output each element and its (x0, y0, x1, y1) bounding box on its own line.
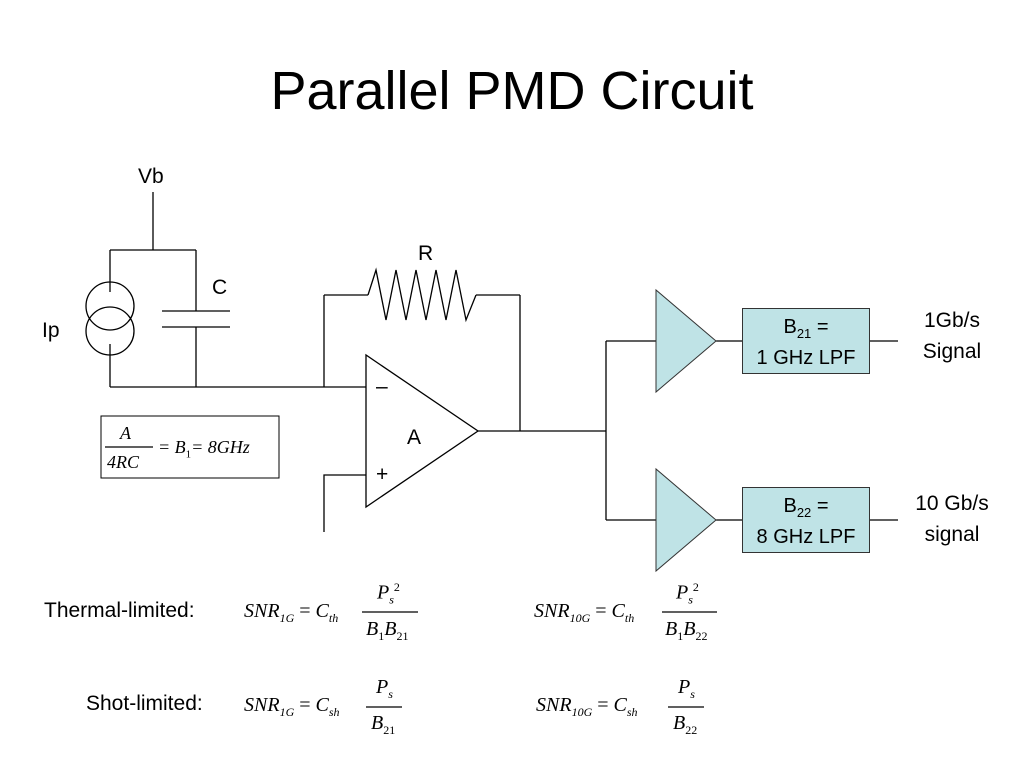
resistor-zigzag (367, 267, 477, 323)
shot-1g-denominator: B21 (371, 712, 396, 737)
plus-label: + (376, 463, 389, 486)
ip-label: Ip (42, 319, 60, 342)
gbw-denominator: 4RC (107, 452, 140, 472)
lpf-box-1-line2: 1 GHz LPF (756, 347, 856, 369)
buffer-amp-2 (655, 467, 717, 573)
thermal-10g-denominator: B1B22 (665, 618, 708, 643)
thermal-1g-denominator: B1B21 (366, 618, 409, 643)
vb-label: Vb (138, 165, 164, 188)
current-source-circle-a (85, 281, 135, 331)
output-label-2: 10 Gb/s signal (915, 492, 989, 546)
plus-input-wire (323, 474, 366, 532)
shot-1g-numerator: Ps (376, 676, 393, 701)
op-amp-triangle (365, 353, 480, 509)
minus-label: – (376, 375, 388, 398)
buffer-amp-1 (655, 288, 717, 394)
capacitor-label: C (212, 276, 228, 299)
resistor-label: R (418, 242, 434, 265)
shot-10g-denominator: B22 (673, 712, 698, 737)
shot-10g-numerator: Ps (678, 676, 695, 701)
shot-1g-lhs: SNR1G = Csh (244, 694, 340, 719)
amp-label: A (407, 426, 422, 449)
page-title: Parallel PMD Circuit (270, 61, 754, 121)
thermal-10g-numerator: Ps2 (676, 580, 699, 607)
shot-10g-lhs: SNR10G = Csh (536, 694, 638, 719)
gbw-rhs: = B1= 8GHz (158, 437, 250, 461)
output-label-1: 1Gb/s Signal (922, 309, 982, 363)
lpf-box-2: B22 = 8 GHz LPF (742, 487, 870, 553)
thermal-10g-lhs: SNR10G = Cth (534, 600, 635, 625)
thermal-limited-label: Thermal-limited: (44, 599, 195, 622)
lpf-box-2-line2: 8 GHz LPF (756, 526, 856, 548)
thermal-1g-lhs: SNR1G = Cth (244, 600, 339, 625)
shot-limited-label: Shot-limited: (86, 692, 203, 715)
gbw-equation-box (100, 415, 280, 479)
gbw-numerator: A (120, 423, 131, 443)
lpf-box-1: B21 = 1 GHz LPF (742, 308, 870, 374)
thermal-1g-numerator: Ps2 (377, 580, 400, 607)
